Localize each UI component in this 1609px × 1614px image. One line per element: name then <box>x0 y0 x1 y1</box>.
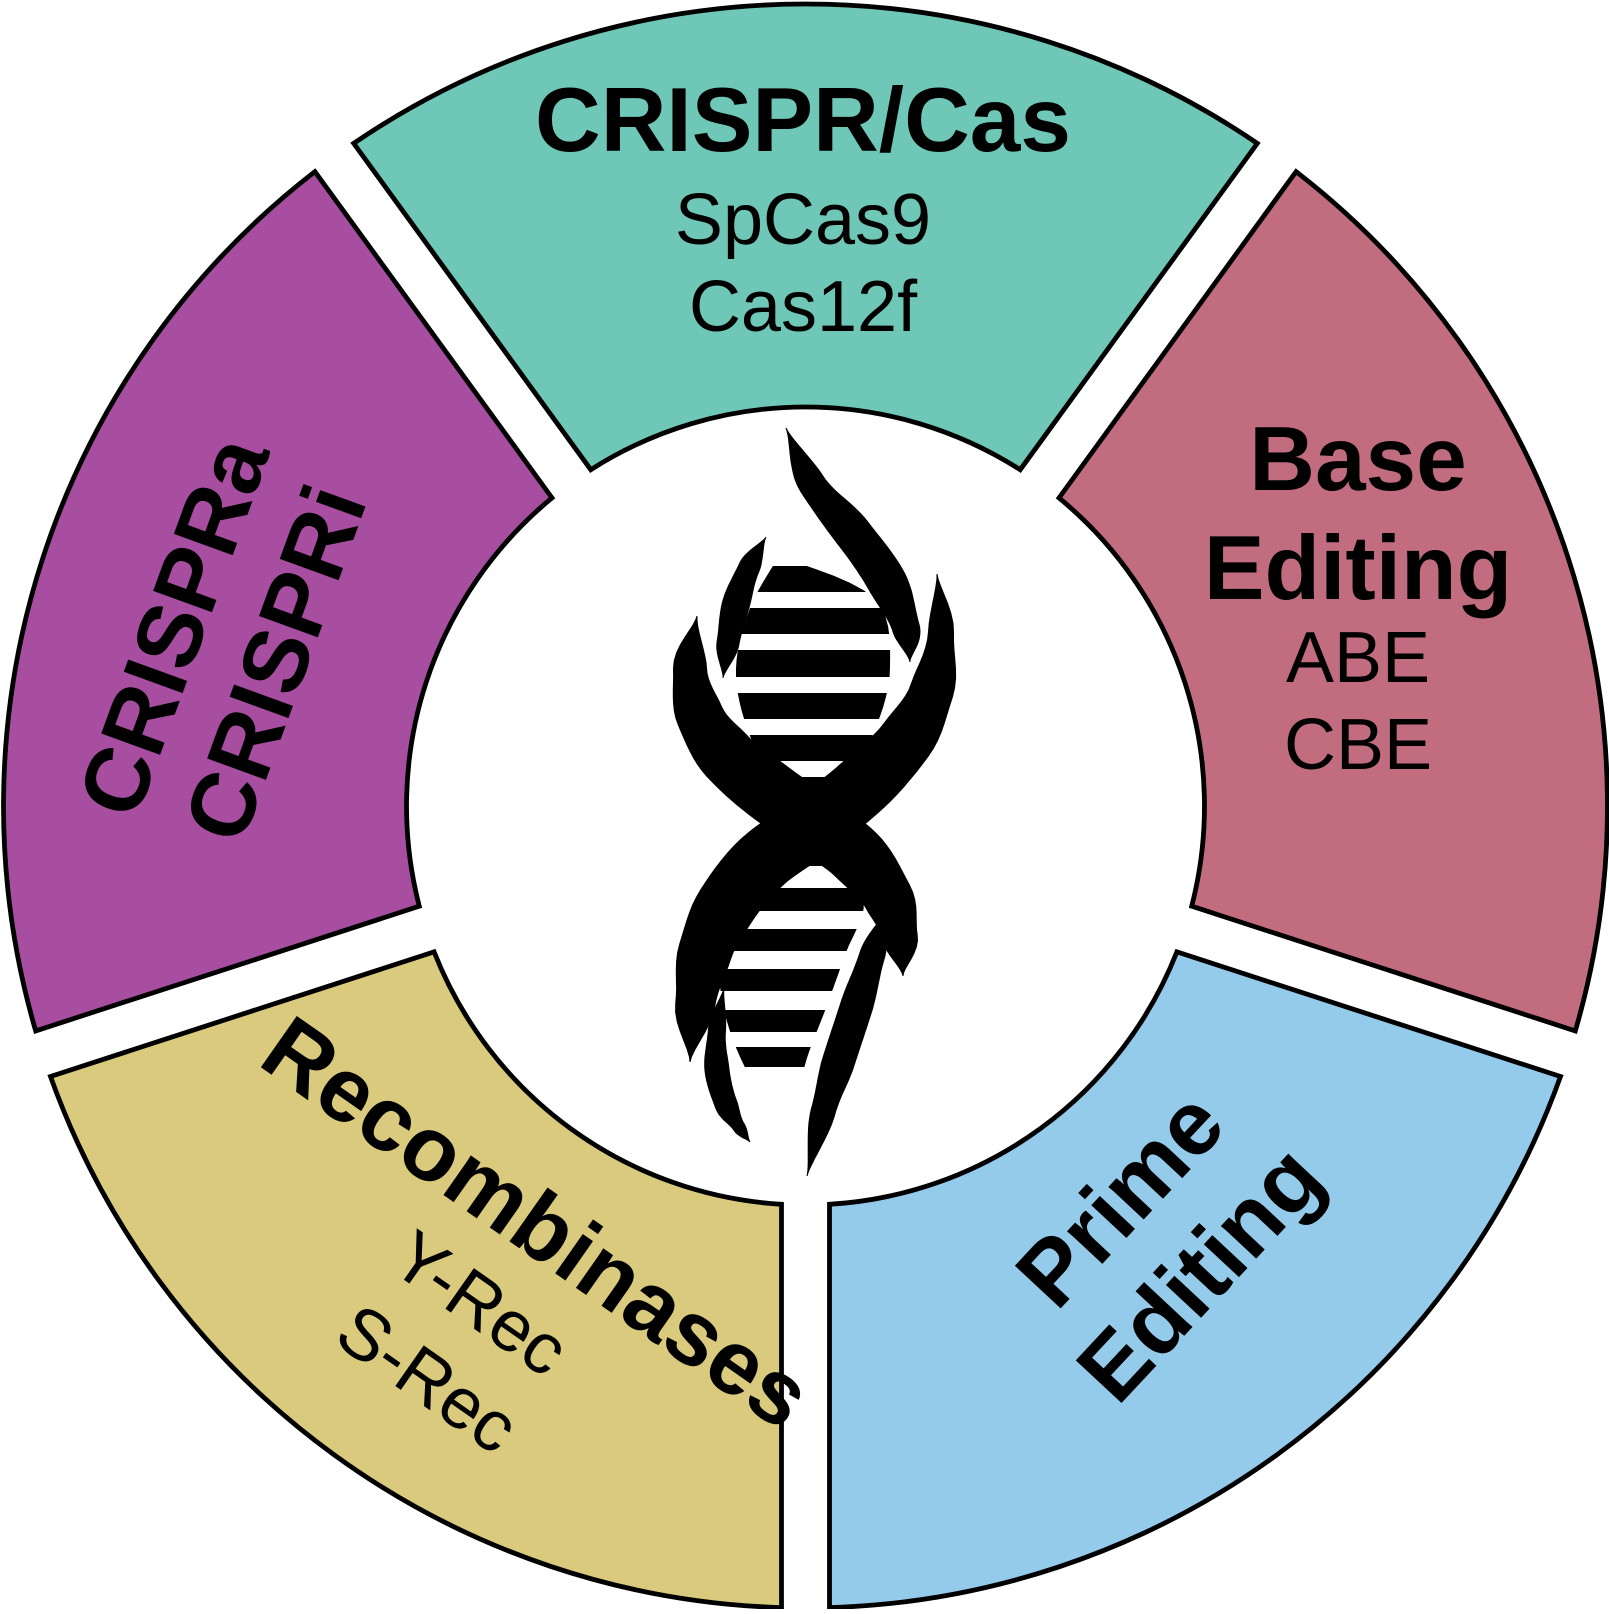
dna-strand-tail-bottom-right <box>806 909 887 1177</box>
dna-helix-icon <box>672 427 957 1177</box>
dna-rung-bars-bottom <box>718 843 864 1067</box>
dna-strand-tip-top-right <box>785 427 921 662</box>
segment-recombinases-wedge <box>47 948 784 1611</box>
segment-crispr-cas-wedge <box>350 1 1261 473</box>
segment-base-editing: Base Editing ABE CBE <box>1055 168 1609 1034</box>
segment-base-editing-title: Editing <box>1204 518 1512 619</box>
segment-base-editing-wedge <box>1055 168 1609 1034</box>
segment-crispr-cas-subtitle: Cas12f <box>689 267 918 347</box>
dna-strand-main-left <box>672 615 918 976</box>
segment-base-editing-subtitle: CBE <box>1284 705 1432 785</box>
segment-crispra-crispri: CRISPRa CRISPRi <box>1 168 556 1034</box>
segment-prime-editing-wedge <box>827 948 1564 1611</box>
segment-base-editing-subtitle: ABE <box>1286 618 1430 698</box>
segment-crispr-cas: CRISPR/Cas SpCas9 Cas12f <box>350 1 1261 473</box>
dna-rungs-bottom <box>718 843 864 1067</box>
segment-crispr-cas-title: CRISPR/Cas <box>535 70 1071 171</box>
segment-crispra-crispri-wedge <box>1 168 556 1034</box>
segment-base-editing-title: Base <box>1249 409 1467 510</box>
segment-base-editing-label: Base Editing ABE CBE <box>1204 409 1512 785</box>
segment-crispr-cas-subtitle: SpCas9 <box>675 180 931 260</box>
dna-strand-tail-bottom-left <box>704 987 751 1143</box>
segment-crispr-cas-label: CRISPR/Cas SpCas9 Cas12f <box>535 70 1071 347</box>
segment-prime-editing: Prime Editing <box>827 948 1564 1611</box>
dna-strand-tip-top-left <box>716 536 767 679</box>
